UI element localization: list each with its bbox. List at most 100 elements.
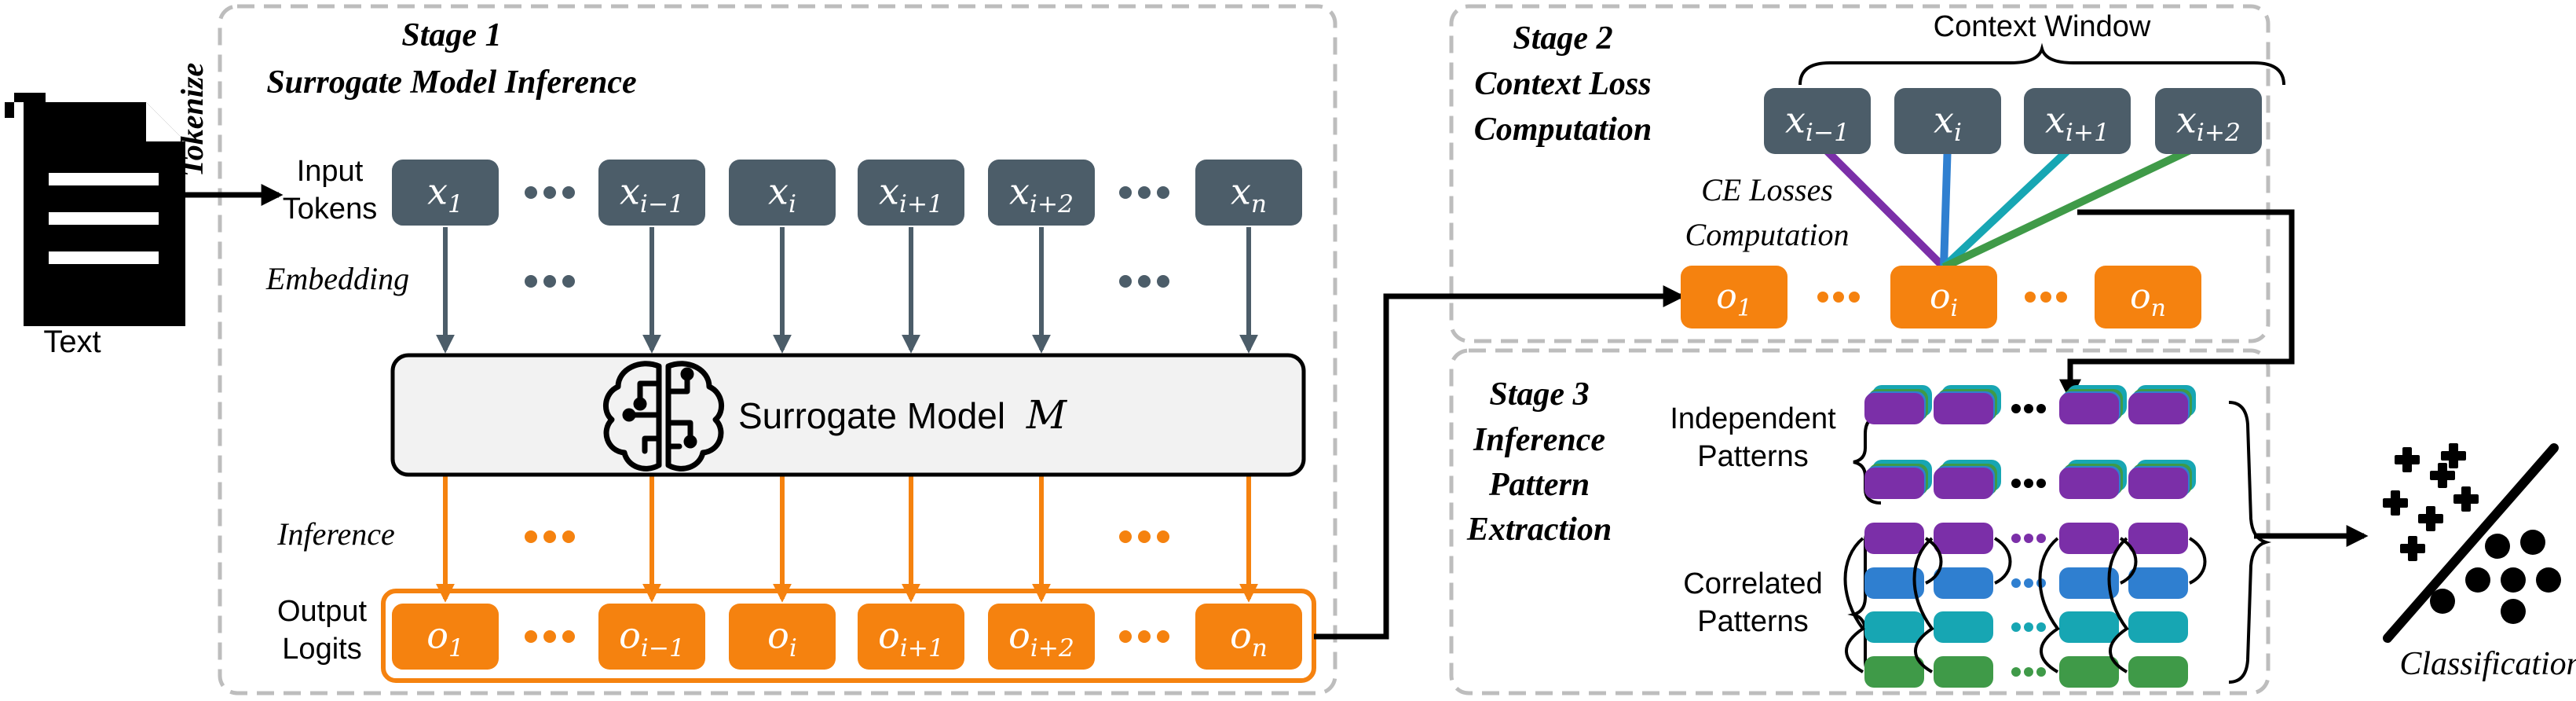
independent-pattern-1-3 xyxy=(2128,460,2196,499)
output-logit-label-1: oi−1 xyxy=(619,615,685,662)
logit-ellipsis-left xyxy=(525,630,575,643)
stage2-subtitle-line2: Computation xyxy=(1474,112,1652,148)
independent-pattern-1-0 xyxy=(1864,460,1932,499)
input-token-label-4: xi+2 xyxy=(1009,171,1074,218)
context-token-1 xyxy=(1894,88,2001,154)
correlated-pattern-3-1 xyxy=(1934,656,1993,688)
stage1-panel xyxy=(218,4,1337,695)
output-logit-label-4: oi+2 xyxy=(1008,615,1074,662)
independent-pattern-0-0 xyxy=(1864,385,1932,424)
input-token-2 xyxy=(729,160,836,226)
input-token-label-5: xn xyxy=(1231,171,1267,218)
output-logit-0 xyxy=(392,604,499,670)
correlated-ellipsis-0 xyxy=(2011,534,2046,543)
ce-loss-line-3 xyxy=(1941,138,2211,271)
embedding-ellipsis-right xyxy=(1119,275,1169,288)
inference-ellipsis-right xyxy=(1119,530,1169,543)
output-logit-label-0: o1 xyxy=(426,615,464,662)
stage2-logit-0 xyxy=(1681,266,1787,328)
correlated-pattern-3-3 xyxy=(2128,656,2188,688)
patterns-bracket xyxy=(2228,401,2272,684)
logit-ellipsis-right xyxy=(1119,630,1169,643)
token-ellipsis-left xyxy=(525,186,575,199)
stage3-panel xyxy=(1449,348,2270,695)
correlated-patterns-label-line1: Correlated xyxy=(1683,567,1822,600)
input-token-3 xyxy=(858,160,964,226)
context-token-label-2: xi+1 xyxy=(2045,99,2109,147)
input-token-label-0: x1 xyxy=(427,171,463,218)
input-text-label-line1: Input xyxy=(38,287,108,321)
correlated-pattern-3-2 xyxy=(2059,656,2119,688)
output-logit-label-3: oi+1 xyxy=(878,615,944,662)
inference-label: Inference xyxy=(276,516,395,552)
independent-patterns-label-line1: Independent xyxy=(1670,402,1836,435)
surrogate-model-label: Surrogate Model M xyxy=(738,392,1068,438)
stage2-logit-2 xyxy=(2095,266,2201,328)
correlated-patterns-label-line2: Patterns xyxy=(1697,605,1809,638)
embedding-ellipsis-left xyxy=(525,275,575,288)
output-logit-1 xyxy=(598,604,705,670)
independent-pattern-1-2 xyxy=(2059,460,2127,499)
independent-ellipsis-1 xyxy=(2011,479,2046,488)
context-token-3 xyxy=(2155,88,2262,154)
input-token-label-3: xi+1 xyxy=(879,171,943,218)
embedding-label: Embedding xyxy=(265,261,409,296)
output-logit-label-2: oi xyxy=(767,615,797,662)
stage1-subtitle: Surrogate Model Inference xyxy=(266,64,636,101)
classification-label: Classification xyxy=(2399,646,2576,682)
correlated-pattern-0-1 xyxy=(1934,523,1993,554)
context-token-label-3: xi+2 xyxy=(2176,99,2241,147)
independent-patterns-label-line2: Patterns xyxy=(1697,440,1809,473)
plus-mark-6 xyxy=(2441,443,2466,468)
correlated-pattern-2-1 xyxy=(1934,611,1993,643)
context-window-label: Context Window xyxy=(1934,10,2151,43)
correlated-pattern-0-3 xyxy=(2128,523,2188,554)
context-window-brace xyxy=(1798,42,2285,86)
stage2-logit-1 xyxy=(1890,266,1997,328)
plus-mark-1 xyxy=(2430,463,2455,488)
stage2-logit-ellipsis-right xyxy=(2025,292,2067,303)
output-logits-label-line2: Logits xyxy=(282,633,361,666)
stage3-subtitle-line1: Inference xyxy=(1473,422,1605,458)
correlated-pattern-1-3 xyxy=(2128,567,2188,599)
correlated-pattern-0-2 xyxy=(2059,523,2119,554)
tokenize-label: Tokenize xyxy=(174,63,210,177)
input-text-label-line2: Text xyxy=(43,325,101,359)
stage1-title: Stage 1 xyxy=(401,17,501,53)
plus-mark-3 xyxy=(2418,506,2443,531)
token-ellipsis-right xyxy=(1119,186,1169,199)
stage2-title: Stage 2 xyxy=(1513,20,1612,57)
brain-circuit-icon xyxy=(603,361,724,472)
correlated-pattern-3-0 xyxy=(1864,656,1924,688)
ce-loss-line-0 xyxy=(1814,138,1947,270)
plus-mark-4 xyxy=(2453,486,2479,512)
plus-mark-0 xyxy=(2395,447,2420,472)
stage3-subtitle-line3: Extraction xyxy=(1466,512,1612,548)
stage2-to-stage3-arrow xyxy=(2059,209,2295,402)
stage2-logit-label-1: oi xyxy=(1930,277,1958,322)
stage2-logit-label-2: on xyxy=(2130,277,2166,322)
correlated-pattern-1-2 xyxy=(2059,567,2119,599)
independent-pattern-1-1 xyxy=(1934,460,2001,499)
output-logit-4 xyxy=(988,604,1095,670)
document-icon xyxy=(5,93,185,326)
output-logit-3 xyxy=(858,604,964,670)
classification-scatter-icon xyxy=(2383,443,2561,643)
plus-mark-2 xyxy=(2383,490,2408,516)
correlated-pattern-1-0 xyxy=(1864,567,1924,599)
context-token-label-0: xi−1 xyxy=(1785,99,1850,147)
ce-loss-line-2 xyxy=(1941,138,2080,270)
independent-pattern-0-1 xyxy=(1934,385,2001,424)
context-token-label-1: xi xyxy=(1934,99,1962,147)
stage1-to-stage2-arrow xyxy=(1314,285,1685,640)
output-logit-label-5: on xyxy=(1230,615,1268,662)
independent-pattern-0-3 xyxy=(2128,385,2196,424)
ce-loss-line-1 xyxy=(1940,141,1952,268)
stage2-panel xyxy=(1449,4,2270,343)
plus-mark-5 xyxy=(2400,536,2425,561)
independent-pattern-0-2 xyxy=(2059,385,2127,424)
output-logit-5 xyxy=(1195,604,1302,670)
stage3-title: Stage 3 xyxy=(1489,376,1589,413)
correlated-pattern-2-2 xyxy=(2059,611,2119,643)
